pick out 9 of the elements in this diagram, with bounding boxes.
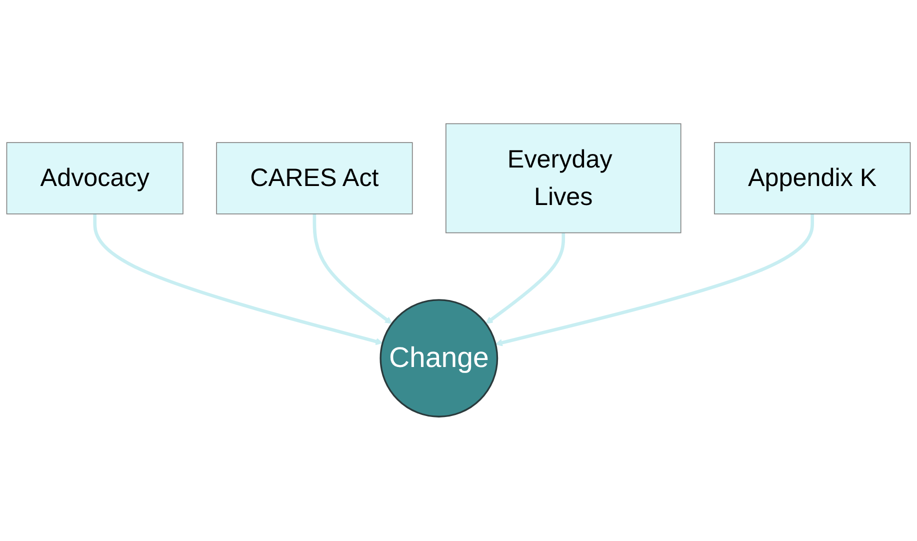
arrow bbox=[495, 214, 814, 347]
node-box: CARES Act bbox=[216, 142, 413, 215]
arrow bbox=[312, 214, 392, 324]
node-box: Appendix K bbox=[714, 142, 911, 215]
node-box: Everyday Lives bbox=[446, 124, 682, 234]
node-circle: Change bbox=[380, 299, 498, 418]
arrow bbox=[93, 214, 383, 346]
node-box: Advocacy bbox=[6, 142, 184, 215]
arrow bbox=[486, 233, 566, 324]
